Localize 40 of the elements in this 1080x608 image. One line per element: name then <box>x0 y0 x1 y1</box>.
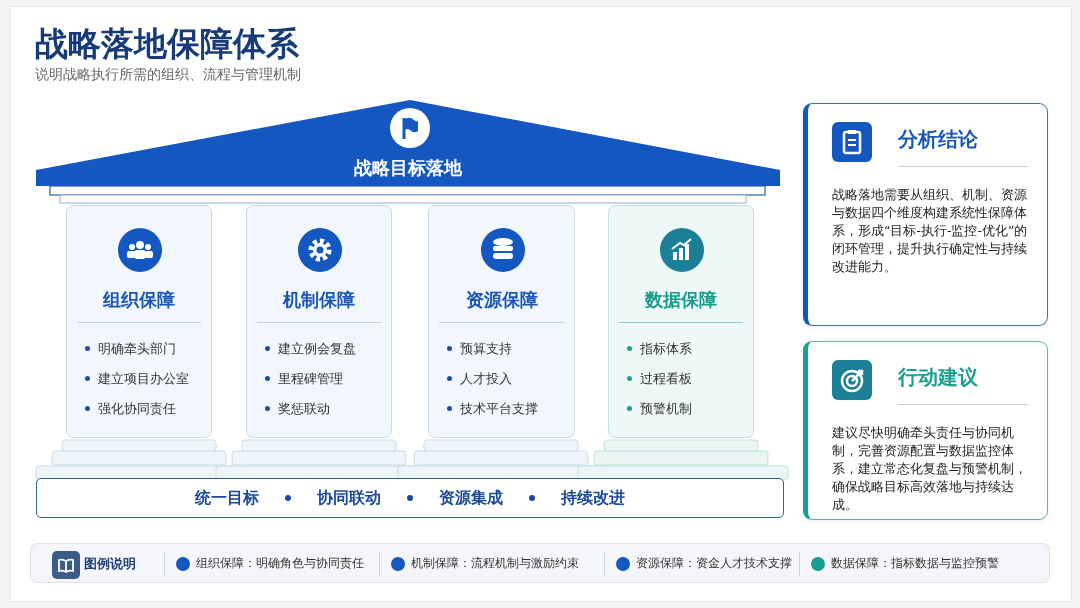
list-item: 过程看板 <box>640 370 692 388</box>
list-item: 明确牵头部门 <box>98 340 176 358</box>
card-heading: 行动建议 <box>898 364 978 391</box>
card-body-text: 战略落地需要从组织、机制、资源与数据四个维度构建系统性保障体系，形成“目标-执行-监控-优化”的闭环管理，提升执行确定性与持续改进能力。 <box>832 186 1029 276</box>
pillar-card <box>608 205 754 438</box>
card-body-text: 建议尽快明确牵头责任与协同机制，完善资源配置与数据监控体系，建立常态化复盘与预警机制，确保战略目标高效落地与持续达成。 <box>832 424 1028 514</box>
summary-card <box>803 341 1048 520</box>
principle-text: 持续改进 <box>561 487 625 509</box>
pillar-heading: 资源保障 <box>464 288 539 312</box>
list-item: 人才投入 <box>460 370 512 388</box>
pillar-card <box>428 205 575 438</box>
legend-text: 数据保障：指标数据与监控预警 <box>831 555 999 572</box>
title: 战略落地保障体系 <box>35 23 299 65</box>
subtitle: 说明战略执行所需的组织、流程与管理机制 <box>35 66 301 84</box>
legend-text: 组织保障：明确角色与协同责任 <box>196 555 364 572</box>
list-item: 预警机制 <box>640 400 692 418</box>
list-item: 预算支持 <box>460 340 512 358</box>
legend-title: 图例说明 <box>84 555 136 573</box>
legend-text: 机制保障：流程机制与激励约束 <box>411 555 579 572</box>
summary-card <box>803 103 1048 326</box>
list-item: 强化协同责任 <box>98 400 176 418</box>
pillar-card <box>66 205 212 438</box>
roof-title: 战略目标落地 <box>353 156 463 180</box>
pillar-heading: 组织保障 <box>101 288 176 312</box>
list-item: 建立项目办公室 <box>98 370 189 388</box>
roof <box>36 98 780 186</box>
pillar-card <box>246 205 392 438</box>
card-heading: 分析结论 <box>898 126 978 153</box>
list-item: 里程碑管理 <box>278 370 343 388</box>
principle-text: 统一目标 <box>195 487 259 509</box>
pillar-heading: 数据保障 <box>644 288 718 312</box>
principle-text: 协同联动 <box>317 487 381 509</box>
principle-text: 资源集成 <box>439 487 503 509</box>
list-item: 指标体系 <box>640 340 692 358</box>
legend-text: 资源保障：资金人才技术支撑 <box>636 555 792 572</box>
pillar-heading: 机制保障 <box>281 288 356 312</box>
list-item: 奖惩联动 <box>278 400 330 418</box>
foundation-bar <box>36 478 784 518</box>
list-item: 技术平台支撑 <box>460 400 538 418</box>
list-item: 建立例会复盘 <box>278 340 356 358</box>
